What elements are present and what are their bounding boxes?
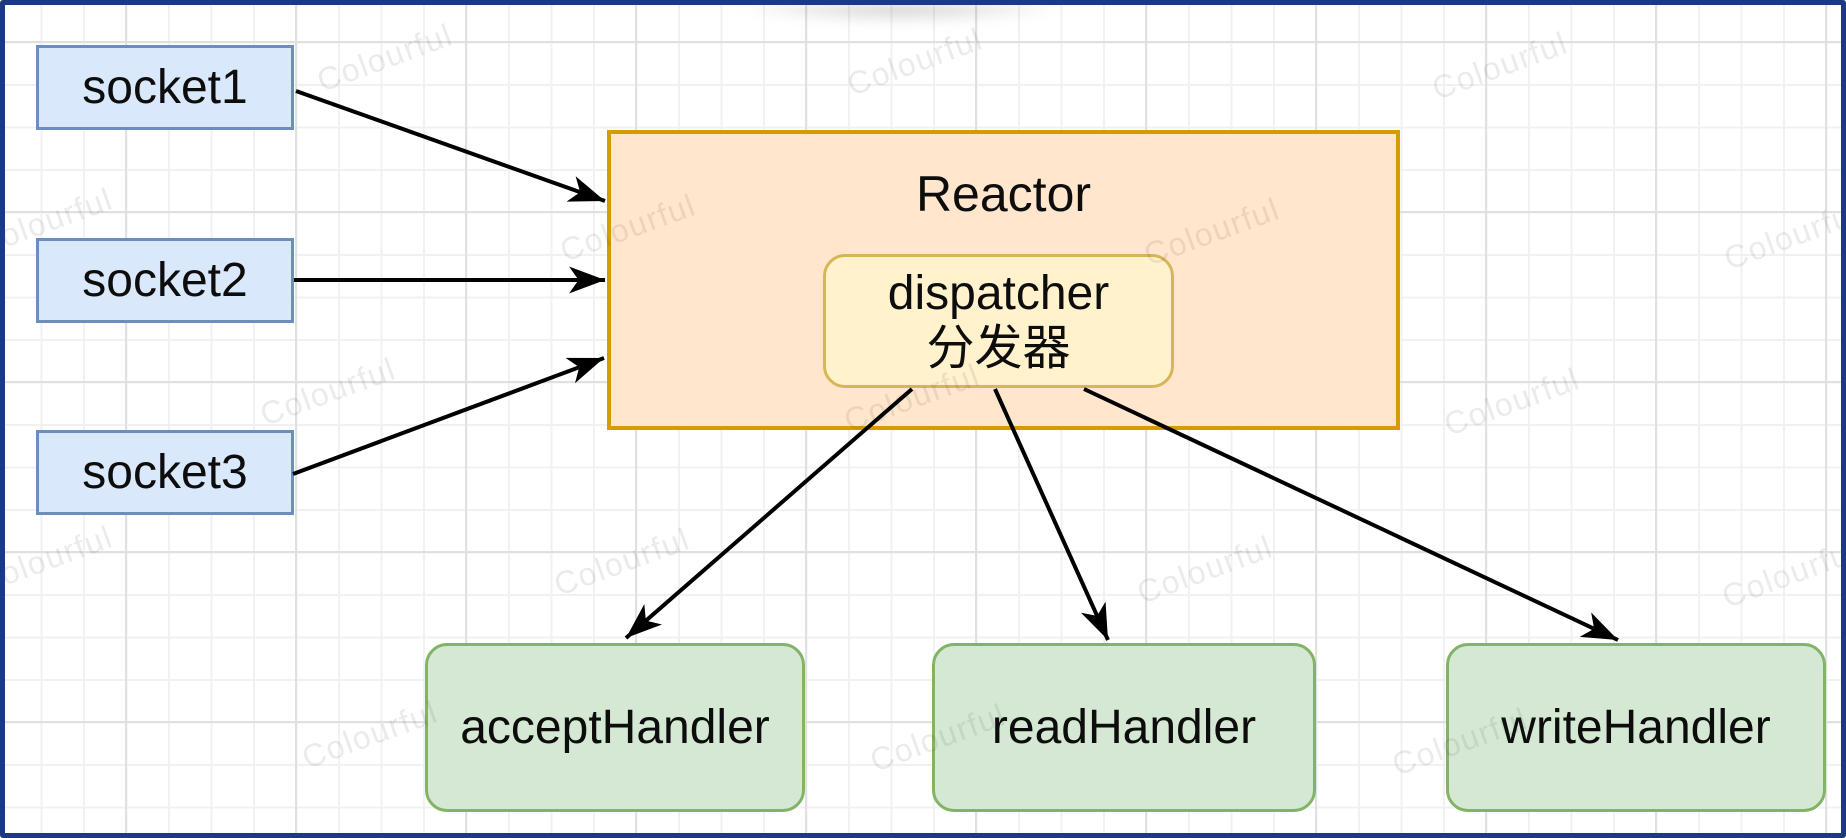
arrow-socket3-to-reactor xyxy=(292,356,605,476)
node-write-handler-label: writeHandler xyxy=(1501,700,1771,754)
node-socket2: socket2 xyxy=(36,238,294,323)
watermark-text: Colourful xyxy=(255,350,401,433)
watermark-text: Colourful xyxy=(1439,360,1585,443)
watermark-text: Colourful xyxy=(0,518,118,601)
node-dispatcher: dispatcher 分发器 xyxy=(823,254,1174,388)
watermark-text: Colourful xyxy=(1427,24,1573,107)
node-dispatcher-label: dispatcher xyxy=(887,267,1110,320)
node-reactor-label: Reactor xyxy=(915,166,1092,222)
node-socket1: socket1 xyxy=(36,45,294,130)
node-dispatcher-label-zh: 分发器 xyxy=(926,322,1071,375)
node-socket2-label: socket2 xyxy=(82,253,248,307)
arrow-socket1-to-reactor xyxy=(295,89,606,203)
watermark-text: Colourful xyxy=(297,693,443,776)
watermark-text: Colourful xyxy=(312,16,458,99)
watermark-text: Colourful xyxy=(1132,528,1278,611)
node-read-handler-label: readHandler xyxy=(991,700,1257,754)
watermark-text: Colourful xyxy=(842,20,988,103)
node-accept-handler: acceptHandler xyxy=(425,643,805,812)
node-socket3-label: socket3 xyxy=(82,445,248,499)
node-socket1-label: socket1 xyxy=(82,60,248,114)
node-read-handler: readHandler xyxy=(932,643,1316,812)
node-socket3: socket3 xyxy=(36,430,294,515)
watermark-text: Colourful xyxy=(549,520,695,603)
watermark-text: Colourful xyxy=(1719,194,1846,277)
top-edge-shadow xyxy=(690,4,1110,34)
node-write-handler: writeHandler xyxy=(1446,643,1826,812)
node-accept-handler-label: acceptHandler xyxy=(460,700,770,754)
watermark-text: Colourful xyxy=(1717,532,1846,615)
